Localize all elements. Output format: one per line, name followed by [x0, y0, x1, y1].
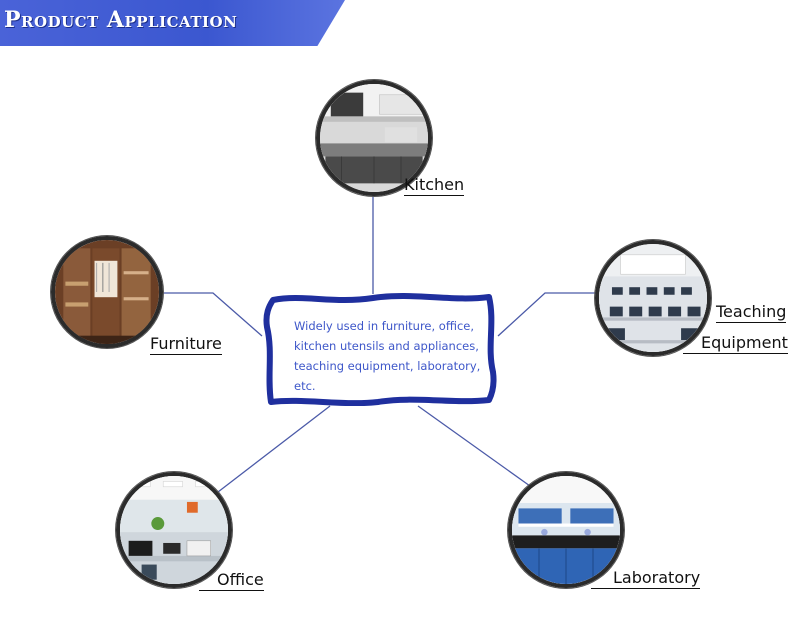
- connector-office: [217, 405, 331, 493]
- office-label: Office: [199, 570, 264, 591]
- teaching-image: [595, 240, 711, 356]
- connector-furniture: [163, 292, 263, 337]
- page-title: Product Application: [4, 7, 238, 33]
- laboratory-label: Laboratory: [591, 568, 701, 589]
- furniture-label: Furniture: [150, 334, 222, 355]
- furniture-image: [51, 236, 163, 348]
- connector-teaching: [497, 292, 597, 337]
- kitchen-image: [316, 80, 432, 196]
- laboratory-image: [508, 472, 624, 588]
- center-description: Widely used in furniture, office, kitche…: [294, 319, 481, 393]
- teaching-label-line2: Equipment: [683, 333, 788, 354]
- teaching-label-line1: Teaching: [716, 302, 787, 323]
- office-image: [116, 472, 232, 588]
- center-description-box: [263, 293, 497, 406]
- kitchen-label: Kitchen: [404, 175, 465, 196]
- connector-laboratory: [417, 405, 531, 487]
- header-banner: [0, 0, 345, 46]
